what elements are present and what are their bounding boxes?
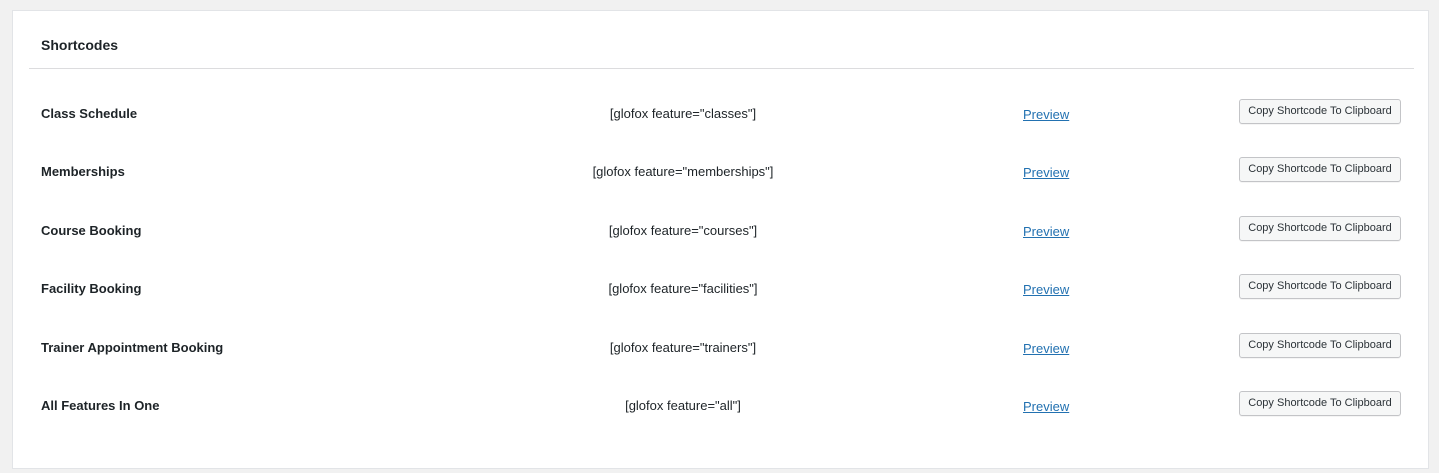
copy-shortcode-button[interactable]: Copy Shortcode To Clipboard [1239, 274, 1401, 299]
shortcode-text: [glofox feature="all"] [625, 398, 741, 413]
shortcodes-panel: Shortcodes Class Schedule [glofox featur… [12, 10, 1429, 469]
preview-link[interactable]: Preview [1023, 282, 1070, 297]
copy-shortcode-button[interactable]: Copy Shortcode To Clipboard [1239, 391, 1401, 416]
panel-divider [29, 68, 1414, 69]
preview-link[interactable]: Preview [1023, 165, 1070, 180]
preview-link[interactable]: Preview [1023, 341, 1070, 356]
shortcode-text: [glofox feature="facilities"] [608, 281, 758, 296]
shortcode-row-trainer-appointment-booking: Trainer Appointment Booking [glofox feat… [13, 333, 1430, 363]
shortcode-row-memberships: Memberships [glofox feature="memberships… [13, 157, 1430, 187]
copy-shortcode-button[interactable]: Copy Shortcode To Clipboard [1239, 157, 1401, 182]
row-label: Facility Booking [41, 281, 142, 296]
copy-shortcode-button[interactable]: Copy Shortcode To Clipboard [1239, 333, 1401, 358]
shortcode-text: [glofox feature="classes"] [609, 106, 757, 121]
row-label: Class Schedule [41, 106, 138, 121]
shortcode-row-course-booking: Course Booking [glofox feature="courses"… [13, 216, 1430, 246]
preview-link[interactable]: Preview [1023, 107, 1070, 122]
row-label: Course Booking [41, 223, 142, 238]
panel-title: Shortcodes [41, 37, 119, 53]
shortcode-row-all-features: All Features In One [glofox feature="all… [13, 391, 1430, 421]
shortcode-row-facility-booking: Facility Booking [glofox feature="facili… [13, 274, 1430, 304]
preview-link[interactable]: Preview [1023, 224, 1070, 239]
copy-shortcode-button[interactable]: Copy Shortcode To Clipboard [1239, 216, 1401, 241]
shortcode-row-class-schedule: Class Schedule [glofox feature="classes"… [13, 99, 1430, 129]
shortcode-text: [glofox feature="memberships"] [592, 164, 774, 179]
copy-shortcode-button[interactable]: Copy Shortcode To Clipboard [1239, 99, 1401, 124]
row-label: Memberships [41, 164, 125, 179]
row-label: Trainer Appointment Booking [41, 340, 224, 355]
shortcode-text: [glofox feature="courses"] [608, 223, 758, 238]
preview-link[interactable]: Preview [1023, 399, 1070, 414]
row-label: All Features In One [41, 398, 160, 413]
shortcode-text: [glofox feature="trainers"] [609, 340, 757, 355]
